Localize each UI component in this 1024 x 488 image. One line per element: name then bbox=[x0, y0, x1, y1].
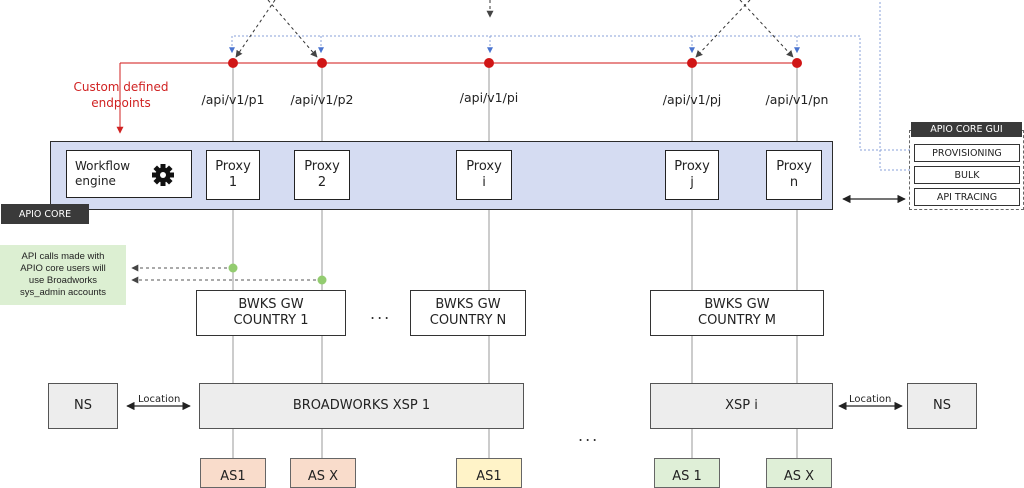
endpoint-label: /api/v1/pi bbox=[459, 90, 519, 105]
workflow-engine-label: Workflow engine bbox=[75, 159, 131, 188]
vertical-connectors bbox=[232, 68, 798, 458]
sysadmin-dot bbox=[317, 275, 327, 285]
proxy-i[interactable]: Proxy i bbox=[456, 150, 512, 200]
ns-left[interactable]: NS bbox=[48, 383, 118, 429]
endpoint-dot bbox=[687, 58, 697, 68]
gui-bulk[interactable]: BULK bbox=[914, 166, 1020, 184]
broadworks-xsp-1[interactable]: BROADWORKS XSP 1 bbox=[199, 383, 524, 429]
endpoint-label: /api/v1/pn bbox=[765, 92, 829, 107]
custom-endpoints-label: Custom defined endpoints bbox=[73, 80, 169, 110]
proxy-1[interactable]: Proxy 1 bbox=[206, 150, 260, 200]
apio-core-tag: APIO CORE bbox=[1, 204, 89, 224]
apio-core-gui-tag: APIO CORE GUI bbox=[911, 122, 1022, 137]
xsp-ellipsis: ... bbox=[578, 426, 600, 445]
location-label-right: Location bbox=[849, 394, 892, 405]
gateway-ellipsis: ... bbox=[370, 304, 392, 323]
endpoint-label: /api/v1/p1 bbox=[201, 92, 265, 107]
gui-feed-lines bbox=[229, 0, 910, 171]
as-box[interactable]: AS1 bbox=[456, 458, 522, 488]
endpoint-dot bbox=[484, 58, 494, 68]
location-label-left: Location bbox=[138, 394, 181, 405]
workflow-engine[interactable]: Workflow engine bbox=[66, 150, 192, 198]
endpoint-label: /api/v1/pj bbox=[662, 92, 722, 107]
gui-api-tracing[interactable]: API TRACING bbox=[914, 188, 1020, 206]
proxy-j[interactable]: Proxy j bbox=[665, 150, 719, 200]
proxy-2[interactable]: Proxy 2 bbox=[294, 150, 350, 200]
gear-icon bbox=[152, 164, 174, 186]
gateway-country-m[interactable]: BWKS GW COUNTRY M bbox=[650, 290, 824, 336]
endpoint-dot bbox=[317, 58, 327, 68]
as-box[interactable]: AS X bbox=[290, 458, 356, 488]
endpoint-dot bbox=[228, 58, 238, 68]
inbound-call-arrows bbox=[235, 0, 794, 58]
as-box[interactable]: AS 1 bbox=[654, 458, 720, 488]
endpoint-dot bbox=[792, 58, 802, 68]
endpoint-label: /api/v1/p2 bbox=[290, 92, 354, 107]
xsp-i[interactable]: XSP i bbox=[650, 383, 833, 429]
as-box[interactable]: AS1 bbox=[200, 458, 266, 488]
sysadmin-note: API calls made with APIO core users will… bbox=[0, 245, 126, 305]
gui-provisioning[interactable]: PROVISIONING bbox=[914, 144, 1020, 162]
sysadmin-arrows bbox=[131, 263, 327, 285]
endpoint-bus bbox=[116, 58, 802, 134]
ns-right[interactable]: NS bbox=[907, 383, 977, 429]
gateway-country-n[interactable]: BWKS GW COUNTRY N bbox=[410, 290, 526, 336]
as-box[interactable]: AS X bbox=[766, 458, 832, 488]
proxy-n[interactable]: Proxy n bbox=[766, 150, 822, 200]
sysadmin-dot bbox=[228, 263, 238, 273]
gateway-country-1[interactable]: BWKS GW COUNTRY 1 bbox=[196, 290, 346, 336]
